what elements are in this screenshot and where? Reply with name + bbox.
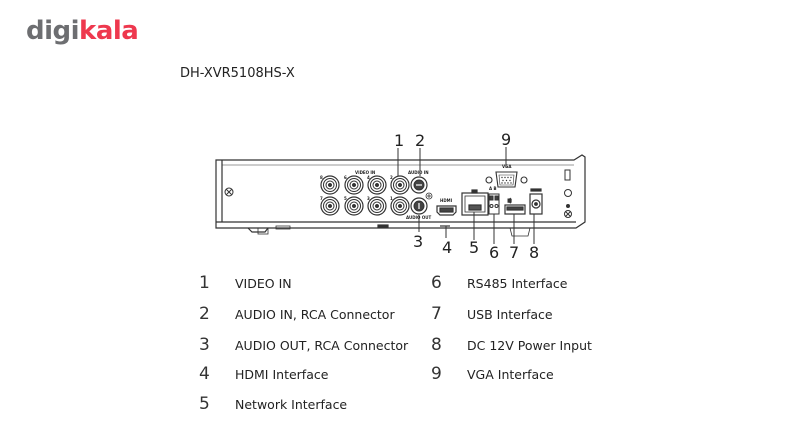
- legend-item: 7 USB Interface: [431, 304, 553, 324]
- legend-number: 5: [199, 394, 210, 414]
- legend-number: 6: [431, 273, 442, 293]
- ground-icon: [425, 192, 433, 200]
- legend-label: USB Interface: [467, 306, 553, 322]
- audio-in-rca-connector: [410, 176, 428, 194]
- bnc-channel-number: 8: [320, 175, 323, 180]
- legend-label: VGA Interface: [467, 366, 554, 382]
- logo-part-kala: kala: [79, 16, 139, 46]
- legend-item: 1 VIDEO IN: [199, 273, 292, 293]
- bnc-connector: 2: [390, 175, 410, 195]
- callout-3: 3: [413, 232, 423, 251]
- bnc-connector: 5: [344, 196, 364, 216]
- callout-4: 4: [442, 238, 452, 257]
- bnc-connector: 6: [344, 175, 364, 195]
- callout-7: 7: [509, 243, 519, 262]
- hdmi-panel-label: HDMI: [440, 198, 453, 203]
- legend-label: Network Interface: [235, 396, 348, 412]
- legend-label: AUDIO IN, RCA Connector: [235, 306, 395, 322]
- bnc-connector: 3: [367, 196, 387, 216]
- legend-item: 3 AUDIO OUT, RCA Connector: [199, 335, 408, 355]
- legend-label: AUDIO OUT, RCA Connector: [235, 337, 409, 353]
- screw-icon: [224, 187, 234, 197]
- network-port: [461, 189, 489, 216]
- legend-number: 3: [199, 335, 210, 355]
- audio-out-rca-connector: [410, 197, 428, 215]
- legend-item: 6 RS485 Interface: [431, 273, 567, 293]
- usb-icon: ⇶: [508, 198, 512, 203]
- legend-item: 2 AUDIO IN, RCA Connector: [199, 304, 395, 324]
- rs485-panel-label: A B: [489, 186, 497, 191]
- bnc-channel-number: 3: [367, 196, 370, 201]
- legend-label: DC 12V Power Input: [467, 337, 592, 353]
- bnc-channel-number: 1: [390, 196, 393, 201]
- callout-9: 9: [501, 130, 511, 149]
- vga-panel-label: VGA: [502, 164, 512, 169]
- bnc-connector: 7: [320, 196, 340, 216]
- usb-port: ⇶: [504, 197, 526, 215]
- legend-number: 9: [431, 364, 442, 384]
- legend-label: HDMI Interface: [235, 366, 329, 382]
- bnc-channel-number: 4: [367, 175, 370, 180]
- ground-screw-icon: [564, 169, 572, 218]
- callout-6: 6: [489, 243, 499, 262]
- legend-item: 9 VGA Interface: [431, 364, 554, 384]
- model-title: DH-XVR5108HS-X: [180, 66, 295, 81]
- dc-power-jack: [529, 188, 543, 215]
- legend-item: 8 DC 12V Power Input: [431, 335, 592, 355]
- bnc-channel-number: 2: [390, 175, 393, 180]
- video-in-panel-label: VIDEO IN: [355, 170, 375, 175]
- bnc-connector: 4: [367, 175, 387, 195]
- callout-1: 1: [394, 131, 404, 150]
- legend-label: RS485 Interface: [467, 275, 568, 291]
- vga-port: [485, 171, 528, 188]
- bnc-channel-number: 7: [320, 196, 323, 201]
- legend-number: 1: [199, 273, 210, 293]
- hdmi-port: [436, 205, 457, 227]
- legend-number: 2: [199, 304, 210, 324]
- callout-5: 5: [469, 238, 479, 257]
- digikala-logo: digikala: [26, 16, 139, 46]
- legend-number: 4: [199, 364, 210, 384]
- legend-number: 8: [431, 335, 442, 355]
- audio-in-panel-label: AUDIO IN: [408, 170, 429, 175]
- legend-item: 4 HDMI Interface: [199, 364, 328, 384]
- bnc-channel-number: 6: [344, 175, 347, 180]
- bnc-connectors: 8 6 4 2 7 5 3 1: [320, 175, 410, 216]
- legend-label: VIDEO IN: [235, 275, 292, 291]
- bnc-connector: 8: [320, 175, 340, 195]
- callout-lines: [397, 147, 535, 244]
- callout-2: 2: [415, 131, 425, 150]
- bnc-connector: 1: [390, 196, 410, 216]
- bnc-channel-number: 5: [344, 196, 347, 201]
- legend-number: 7: [431, 304, 442, 324]
- logo-part-digi: digi: [26, 16, 80, 46]
- callout-8: 8: [529, 243, 539, 262]
- legend-item: 5 Network Interface: [199, 394, 347, 414]
